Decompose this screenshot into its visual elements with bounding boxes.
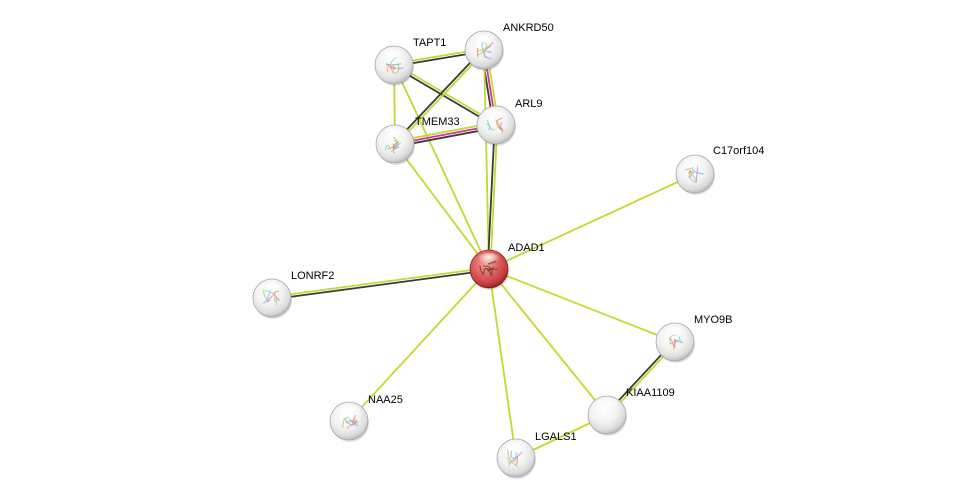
node-highlight (484, 109, 508, 123)
structure-ribbon (479, 265, 485, 276)
edge-evidence-textmining (488, 173, 696, 270)
structure-ribbon (389, 66, 395, 74)
node-label-c17orf104: C17orf104 (713, 145, 764, 157)
edge-ankrd50-adad1[interactable] (483, 49, 490, 270)
structure-ribbon (395, 63, 400, 74)
structure-ribbon (485, 50, 492, 54)
node-label-naa25: NAA25 (368, 394, 403, 406)
node-label-lonrf2: LONRF2 (291, 270, 334, 282)
node-highlight (260, 282, 284, 296)
edge-evidence-textmining (348, 268, 490, 422)
structure-ribbon (392, 142, 401, 154)
node-label-arl9: ARL9 (515, 98, 543, 110)
structure-ribbon (689, 170, 697, 183)
edge-myo9b-adad1[interactable] (488, 268, 676, 343)
node-label-adad1: ADAD1 (508, 242, 545, 254)
node-highlight (504, 442, 528, 456)
node-label-tmem33: TMEM33 (415, 116, 460, 128)
node-highlight (683, 158, 707, 172)
edge-evidence-textmining (271, 266, 489, 298)
edge-evidence-textmining (483, 49, 490, 270)
structure-ribbon (392, 140, 400, 149)
edge-lgals1-adad1[interactable] (488, 268, 517, 459)
structure-ribbon (486, 119, 496, 131)
edge-evidence-textmining (489, 125, 499, 270)
edge-evidence-coexpression (393, 48, 484, 144)
structure-ribbon (273, 296, 277, 302)
edge-evidence-textmining (394, 63, 498, 125)
node-label-lgals1: LGALS1 (535, 431, 577, 443)
edge-evidence-coexpression (272, 269, 490, 301)
node-highlight (595, 399, 619, 413)
node-label-tapt1: TAPT1 (413, 37, 446, 49)
node-label-kiaa1109: KIAA1109 (626, 387, 675, 399)
node-ankrd50[interactable]: ANKRD50 (464, 22, 554, 71)
edge-evidence-textmining (395, 50, 486, 146)
node-highlight (663, 326, 687, 340)
structure-ribbon (505, 456, 511, 468)
structure-ribbon (392, 143, 397, 150)
node-tapt1[interactable]: TAPT1 (374, 37, 446, 86)
edge-evidence-textmining (488, 268, 676, 343)
edge-kiaa1109-adad1[interactable] (488, 268, 608, 416)
structure-ribbon (345, 419, 357, 424)
node-highlight (337, 405, 361, 419)
edge-lonrf2-adad1[interactable] (271, 266, 490, 301)
structure-ribbon (386, 63, 396, 73)
edge-evidence-textmining (393, 64, 490, 270)
node-myo9b[interactable]: MYO9B (655, 314, 733, 363)
edge-naa25-adad1[interactable] (348, 268, 490, 422)
edge-tapt1-arl9[interactable] (392, 63, 498, 127)
node-highlight (477, 253, 501, 267)
node-arl9[interactable]: ARL9 (476, 98, 543, 146)
node-lgals1[interactable]: LGALS1 (496, 431, 577, 479)
edge-tmem33-adad1[interactable] (394, 143, 490, 270)
node-tmem33[interactable]: TMEM33 (375, 116, 460, 165)
node-highlight (383, 128, 407, 142)
edge-evidence-coexpression (392, 65, 496, 127)
edge-ankrd50-tmem33[interactable] (393, 48, 486, 146)
node-highlight (472, 34, 496, 48)
structure-ribbon (669, 342, 675, 351)
node-label-ankrd50: ANKRD50 (503, 22, 554, 34)
node-highlight (382, 49, 406, 63)
node-adad1[interactable]: ADAD1 (469, 242, 545, 290)
edge-tapt1-adad1[interactable] (393, 64, 490, 270)
node-lonrf2[interactable]: LONRF2 (252, 270, 334, 319)
structure-ribbon (344, 418, 359, 426)
node-kiaa1109[interactable]: KIAA1109 (587, 387, 675, 436)
edge-arl9-adad1[interactable] (486, 124, 499, 270)
structure-ribbon (487, 266, 495, 271)
node-label-myo9b: MYO9B (694, 314, 733, 326)
edge-evidence-textmining (488, 268, 517, 459)
edge-evidence-coexpression (486, 124, 496, 269)
structure-ribbon (385, 63, 404, 70)
structure-ribbon (688, 170, 691, 178)
node-naa25[interactable]: NAA25 (329, 394, 403, 442)
structure-ribbon (483, 267, 493, 277)
edge-evidence-textmining (488, 268, 608, 416)
edge-c17orf104-adad1[interactable] (488, 173, 696, 270)
structure-ribbon (384, 145, 392, 151)
node-c17orf104[interactable]: C17orf104 (675, 145, 764, 195)
structure-ribbon (266, 295, 274, 303)
structure-ribbon (515, 455, 519, 465)
edge-evidence-textmining (394, 143, 490, 270)
